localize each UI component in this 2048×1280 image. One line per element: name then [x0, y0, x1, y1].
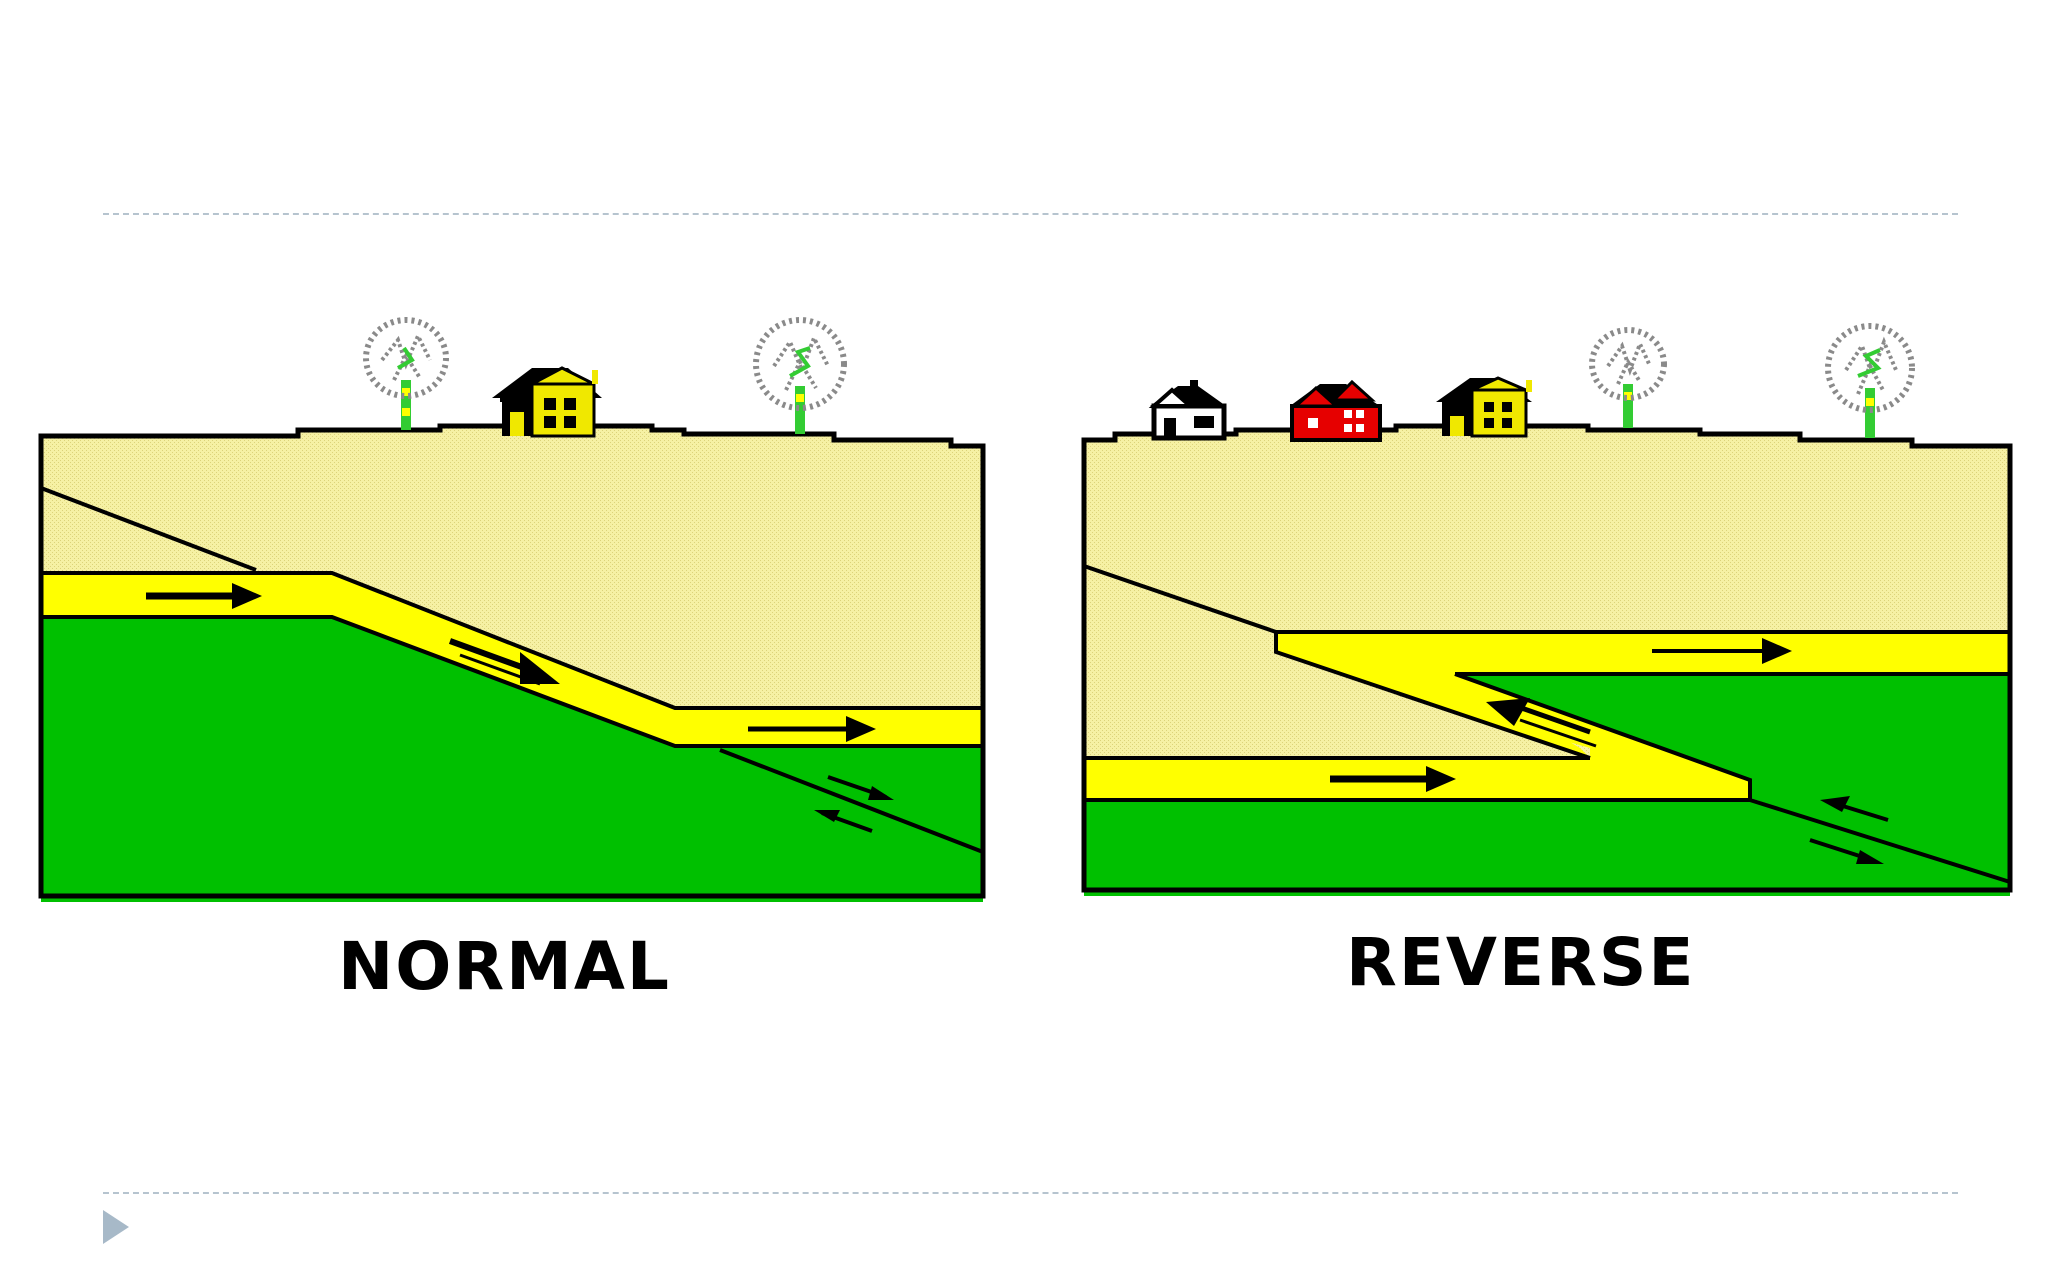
tree-icon: [753, 317, 847, 434]
normal-fault-label: NORMAL: [338, 928, 671, 1005]
top-divider: [103, 213, 1958, 215]
reverse-arrow-upper: [1652, 638, 1792, 664]
normal-arrow-slope: [448, 638, 560, 686]
house-icon: [1290, 379, 1382, 442]
normal-fault-line: [40, 486, 984, 854]
reverse-fault-label: REVERSE: [1346, 924, 1696, 1001]
reverse-fault-motion-arrows: [1809, 796, 1889, 864]
tree-icon: [1825, 323, 1915, 438]
reverse-bed-upper: [1276, 632, 2010, 758]
normal-fault-motion-arrows: [814, 775, 894, 833]
reverse-frame: [1081, 423, 2013, 893]
reverse-fault-line: [1083, 564, 2011, 884]
reverse-arrow-slope: [1486, 698, 1597, 748]
house-icon: [1436, 376, 1532, 438]
reverse-arrow-lower: [1330, 766, 1456, 792]
reverse-fault-panel: [1081, 323, 2013, 896]
normal-arrow-left: [146, 583, 262, 609]
normal-green-rock: [41, 617, 983, 902]
normal-frame: [38, 423, 986, 899]
tree-icon: [363, 317, 449, 430]
triangle-right-icon: [103, 1210, 129, 1244]
normal-fault-panel: [38, 317, 986, 902]
normal-arrow-right: [748, 716, 876, 742]
reverse-bed-lower: [1084, 674, 1750, 800]
reverse-green-rock-left: [1084, 800, 2010, 896]
tree-icon: [1589, 327, 1667, 428]
house-icon: [1148, 380, 1227, 441]
house-icon: [492, 366, 602, 438]
bottom-divider: [103, 1192, 1958, 1194]
